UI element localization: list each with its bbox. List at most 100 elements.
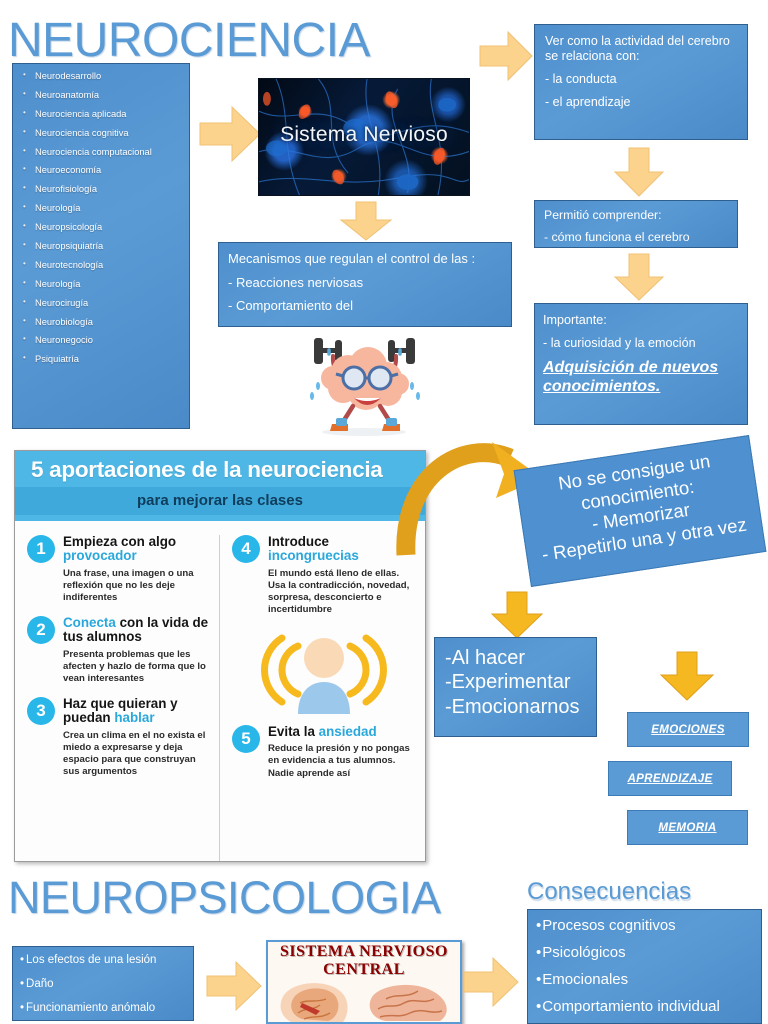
box-importante: Importante: - la curiosidad y la emoción… [534,303,748,425]
list-item: Neuroanatomía [21,90,183,100]
box-mecanismos: Mecanismos que regulan el control de las… [218,242,512,327]
arrow-down-icon [339,201,393,241]
infographic-header: 5 aportaciones de la neurociencia para m… [15,451,425,521]
tip-body: Reduce la presión y no pongas en evidenc… [268,743,410,779]
box-consecuencias-line1: Procesos cognitivos [536,917,753,935]
list-item: Neuropsiquiatría [21,241,183,251]
snc-title-line2: CENTRAL [323,961,405,978]
box-permitio-line2: - cómo funciona el cerebro [544,229,690,244]
tip-body: Presenta problemas que les afecten y haz… [63,648,206,684]
box-consecuencias-line2: Psicológicos [536,944,753,962]
box-emociones: EMOCIONES [627,712,749,747]
list-item: Neurología [21,203,183,213]
box-efectos-line1: Los efectos de una lesión [20,954,187,968]
consecuencias-title: Consecuencias [527,878,692,905]
sistema-nervioso-central-image: SISTEMA NERVIOSO CENTRAL [266,940,462,1024]
tip-heading-plain: con la vida de tus alumnos [63,614,209,645]
arrow-right-icon [479,30,533,82]
box-memoria: MEMORIA [627,810,748,845]
box-permitio-comprender: Permitió comprender: - cómo funciona el … [534,200,738,248]
arrow-down-icon [490,591,544,639]
infographic-column-left: 1 Empieza con algo provocador Una frase,… [15,533,220,861]
tip-heading-highlight: Conecta [63,614,116,630]
box-ver-line1: Ver como la actividad del cerebro se rel… [545,34,730,63]
box-ver-actividad: Ver como la actividad del cerebro se rel… [534,24,748,140]
tip-body: Una frase, una imagen o una reflexión qu… [63,567,194,603]
box-al-hacer: -Al hacer -Experimentar -Emocionarnos [434,637,597,737]
box-mecanismos-line2: - Reacciones nerviosas [228,274,364,290]
box-importante-line1: Importante: [543,313,607,327]
tip-item-2: 2 Conecta con la vida de tus alumnos Pre… [27,614,211,685]
tip-heading: Introduce incongruecias [268,533,415,564]
arrow-down-icon [613,253,665,301]
arrow-down-icon [613,147,665,197]
list-item: Neurología [21,279,183,289]
list-item: Neuropsicología [21,222,183,232]
tip-heading-plain: Haz que quieran y puedan [63,695,178,726]
tip-heading-highlight: incongruecias [268,548,359,564]
arrow-down-icon [659,651,715,701]
list-item: Psiquiatría [21,354,183,364]
box-alhacer-line3: -Emocionarnos [445,695,580,718]
tip-heading-plain: Evita la [268,723,319,739]
page-title-neuropsicologia: NEUROPSICOLOGIA [8,872,441,923]
list-item: Neurodesarrollo [21,71,183,81]
box-ver-line3: - el aprendizaje [545,95,631,109]
list-item: Neurofisiología [21,184,183,194]
list-item: Neurotecnología [21,260,183,270]
infographic-body: 1 Empieza con algo provocador Una frase,… [15,521,425,861]
box-consecuencias-line4: Comportamiento individual [536,998,753,1016]
list-item: Neurociencia cognitiva [21,128,183,138]
tip-heading-plain: Introduce [268,533,330,549]
tip-heading: Conecta con la vida de tus alumnos [63,614,211,645]
box-importante-emphasis: Adquisición de nuevos conocimientos. [543,359,719,396]
tip-number: 4 [232,534,260,563]
page-title-neurociencia: NEUROCIENCIA [8,14,371,67]
tip-item-1: 1 Empieza con algo provocador Una frase,… [27,533,211,604]
list-item: Neurociencia aplicada [21,109,183,119]
tip-heading-highlight: provocador [63,548,137,564]
tip-number: 3 [27,696,55,725]
sistema-nervioso-caption: Sistema Nervioso [280,123,448,146]
infographic-5-aportaciones: 5 aportaciones de la neurociencia para m… [14,450,426,862]
box-importante-line2: - la curiosidad y la emoción [543,336,696,351]
list-item: Neurocirugía [21,298,183,308]
box-efectos-lesion: Los efectos de una lesión Daño Funcionam… [12,946,194,1021]
tip-item-3: 3 Haz que quieran y puedan hablar Crea u… [27,695,211,778]
sistema-nervioso-image: Sistema Nervioso [258,78,470,196]
list-item: Neuroeconomía [21,165,183,175]
box-alhacer-line2: -Experimentar [445,671,571,694]
tip-item-5: 5 Evita la ansiedad Reduce la presión y … [232,723,415,780]
person-listening-icon [232,628,415,719]
tip-number: 1 [27,534,55,563]
tip-heading: Haz que quieran y puedan hablar [63,695,211,726]
infographic-subtitle: para mejorar las clases [15,486,425,515]
brain-mascot-illustration [310,338,420,436]
tip-body: Crea un clima en el no exista el miedo a… [63,729,206,778]
tip-item-4: 4 Introduce incongruecias El mundo está … [232,533,415,616]
neuron-network-graphic [259,79,469,195]
box-mecanismos-line1: Mecanismos que regulan el control de las… [228,251,476,266]
box-ver-line2: - la conducta [545,72,617,86]
snc-title-line1: SISTEMA NERVIOSO [280,943,448,960]
arrow-right-icon [463,956,519,1008]
tip-number: 2 [27,615,55,644]
list-item: Neurobiología [21,317,183,327]
box-consecuencias-line3: Emocionales [536,971,753,989]
tip-heading: Empieza con algo provocador [63,533,211,564]
box-consecuencias: Procesos cognitivos Psicológicos Emocion… [527,909,762,1024]
arrow-right-icon [206,960,262,1012]
brain-anatomy-graphic [280,983,447,1022]
list-item: Neurociencia computacional [21,147,183,157]
disciplines-list: Neurodesarrollo Neuroanatomía Neurocienc… [21,71,183,365]
infographic-title: 5 aportaciones de la neurociencia [31,457,383,482]
arrow-right-icon [199,105,261,163]
tip-heading-plain: Empieza con algo [63,533,177,549]
infographic-column-right: 4 Introduce incongruecias El mundo está … [220,533,425,861]
list-item: Neuronegocio [21,335,183,345]
box-alhacer-line1: -Al hacer [445,647,526,669]
tip-heading-highlight: ansiedad [318,723,377,739]
box-efectos-line2: Daño [20,978,187,992]
box-efectos-line3: Funcionamiento anómalo [20,1002,187,1016]
